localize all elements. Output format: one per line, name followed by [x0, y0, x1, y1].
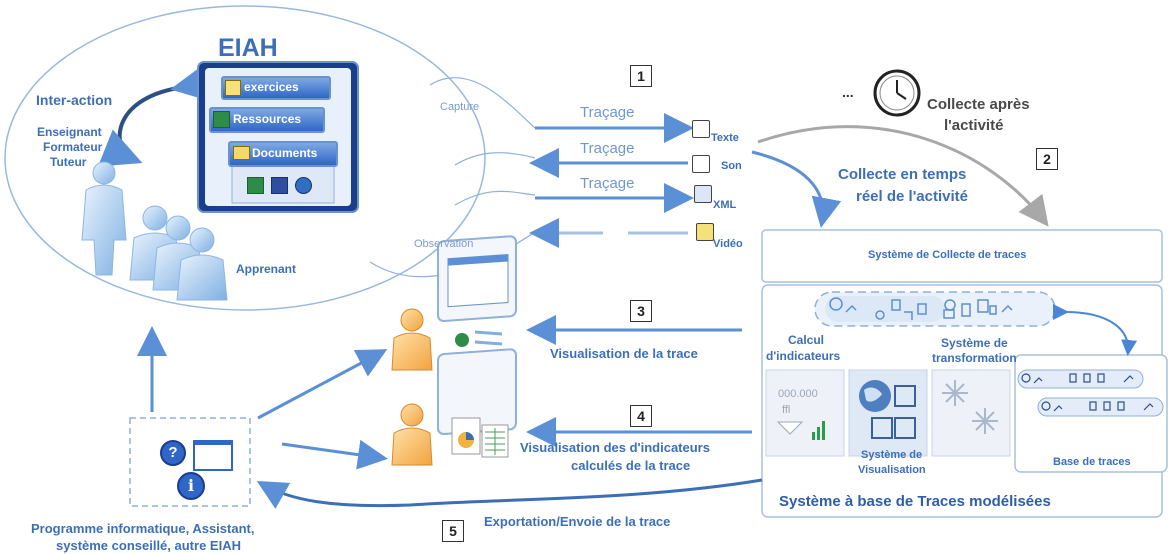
trace-base-capsule-2 [1037, 397, 1164, 417]
info-icon: i [177, 472, 205, 500]
eiah-title: EIAH [218, 34, 278, 62]
collect-realtime-arrow [751, 150, 842, 228]
collect-system-title: Système de Collecte de traces [868, 249, 1027, 261]
clock-icon [873, 69, 921, 117]
tab-documents[interactable]: Documents [228, 141, 338, 167]
role-trainer: Formateur [43, 140, 103, 154]
collect-after-line1: Collecte après [927, 96, 1030, 113]
collect-after-line2: l'activité [944, 117, 1004, 134]
tab-exercices[interactable]: exercices [221, 76, 331, 100]
program-to-viewer-arrow-1 [257, 349, 388, 420]
exercices-icon [225, 80, 241, 96]
tracing-label-1: Traçage [580, 104, 635, 121]
trace-system-footer: Système à base de Traces modélisées [779, 493, 1051, 510]
viewer-person-2 [391, 403, 433, 466]
transform-label-line2: transformation [932, 351, 1017, 365]
transformation-star-icon [942, 380, 998, 434]
calc-label-line2: d'indicateurs [766, 349, 841, 363]
trace-capsule-icons [829, 297, 1013, 320]
export-arrow [256, 478, 763, 509]
indicator-unit: ffl [782, 404, 791, 416]
viewer-person-1 [391, 308, 433, 371]
visu-label-line1: Système de [861, 449, 923, 461]
transformation-panel [931, 369, 1011, 457]
text-icon [692, 120, 710, 138]
visu-label-line2: Visualisation [858, 464, 926, 476]
step-1: 1 [630, 65, 652, 87]
indicator-panel [765, 369, 845, 457]
window-icon [193, 440, 233, 471]
observation-label: Observation [414, 238, 474, 250]
indicators-screen-icon [437, 348, 517, 458]
trace-base-capsule-1 [1017, 369, 1144, 389]
collect-ellipsis: ... [842, 84, 854, 100]
learner-label: Apprenant [236, 262, 296, 276]
step-2: 2 [1036, 148, 1058, 170]
media-video-label: Vidéo [713, 238, 743, 250]
step-3: 3 [630, 300, 652, 322]
trace-screen-icon [437, 235, 517, 347]
xml-icon [694, 185, 712, 203]
tracing-label-2: Traçage [580, 140, 635, 157]
visualisation-indicators-line2: calculés de la trace [571, 458, 691, 473]
capture-curve-3 [454, 190, 536, 206]
program-to-viewer-arrow-2 [281, 439, 388, 470]
collect-after-arrow [757, 125, 1049, 227]
role-tutor: Tuteur [50, 155, 87, 169]
globe-icon [295, 177, 312, 194]
capture-curve [429, 77, 536, 129]
collect-realtime-line1: Collecte en temps [838, 166, 967, 183]
tab-documents-label: Documents [252, 146, 318, 160]
visualisation-panel [848, 369, 928, 457]
export-label: Exportation/Envoie de la trace [484, 514, 671, 529]
excel-icon [247, 177, 264, 194]
transform-label-line1: Système de [941, 336, 1008, 350]
trace-base-label: Base de traces [1053, 456, 1131, 468]
learner-group [129, 205, 228, 301]
interaction-label: Inter-action [36, 92, 113, 108]
visualisation-trace-label: Visualisation de la trace [550, 346, 698, 361]
step-4: 4 [630, 405, 652, 427]
media-sound-label: Son [721, 160, 742, 172]
role-teacher: Enseignant [37, 125, 102, 139]
tab-ressources-label: Ressources [233, 112, 302, 126]
collect-system-box [761, 229, 1163, 283]
capture-curve-2 [454, 152, 536, 166]
help-icon: ? [160, 440, 186, 466]
tab-exercices-label: exercices [244, 80, 299, 94]
ressources-icon [213, 111, 230, 128]
trace-capsule-fill [825, 296, 945, 322]
teacher-person [81, 161, 127, 276]
capture-label: Capture [440, 101, 480, 113]
indicator-value: 000.000 [778, 388, 818, 400]
capsule-base-arrow [1052, 303, 1138, 356]
tab-ressources[interactable]: Ressources [209, 107, 325, 133]
funnel-icon [776, 421, 804, 435]
tracing-label-3: Traçage [580, 175, 635, 192]
video-icon [696, 223, 714, 241]
sound-icon [692, 155, 710, 173]
calc-label-line1: Calcul [788, 333, 825, 347]
program-label-line1: Programme informatique, Assistant, [31, 521, 255, 536]
media-text-label: Texte [711, 132, 739, 144]
interaction-arrow [97, 62, 213, 167]
media-xml-label: XML [713, 199, 737, 211]
trace-base-icons [1021, 373, 1154, 412]
program-label-line2: système conseillé, autre EIAH [56, 538, 241, 553]
visualisation-indicators-line1: Visualisation des d'indicateurs [520, 440, 710, 455]
collect-realtime-line2: réel de l'activité [856, 188, 968, 205]
word-icon [271, 177, 288, 194]
documents-icon [233, 146, 250, 160]
step-5: 5 [442, 520, 464, 542]
